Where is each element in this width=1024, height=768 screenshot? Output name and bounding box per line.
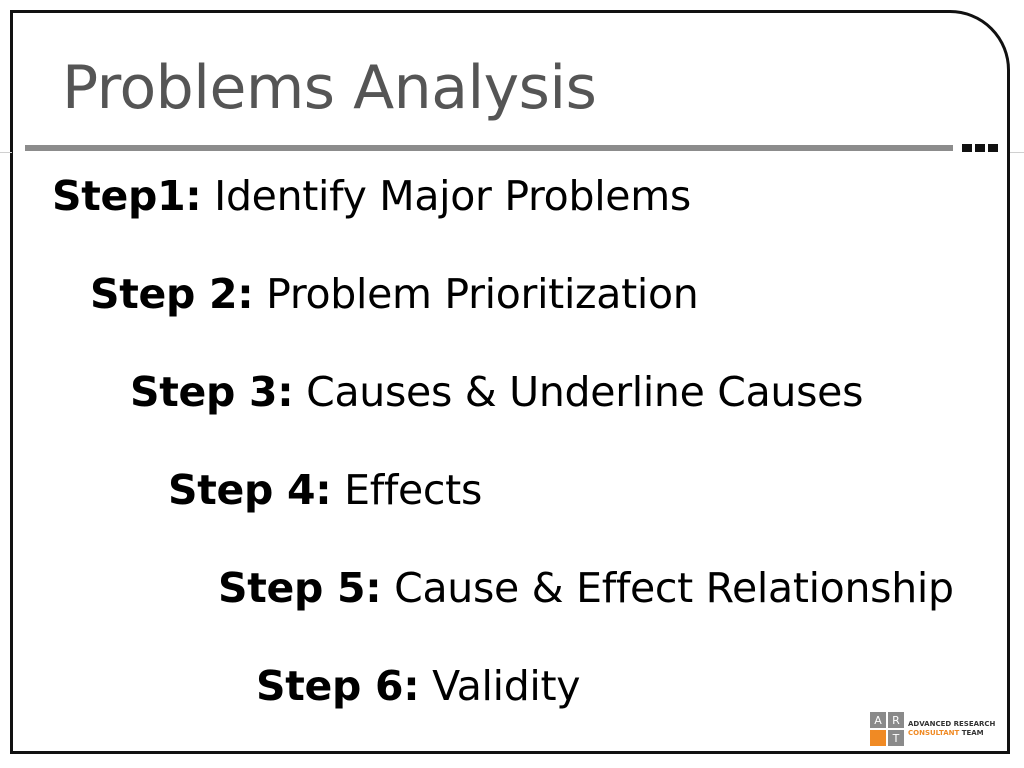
step-5-text: Cause & Effect Relationship bbox=[394, 564, 954, 612]
step-6-text: Validity bbox=[432, 662, 581, 710]
logo-team-word: TEAM bbox=[961, 729, 984, 737]
ellipsis-marker bbox=[962, 144, 998, 152]
step-3: Step 3: Causes & Underline Causes bbox=[130, 372, 863, 413]
ellipsis-dot bbox=[975, 144, 985, 152]
step-5-label: Step 5: bbox=[218, 564, 382, 612]
step-5: Step 5: Cause & Effect Relationship bbox=[218, 568, 954, 609]
step-4: Step 4: Effects bbox=[168, 470, 482, 511]
logo-accent-word: CONSULTANT bbox=[908, 729, 960, 737]
logo-orange-block bbox=[870, 730, 886, 746]
ellipsis-dot bbox=[962, 144, 972, 152]
ellipsis-dot bbox=[988, 144, 998, 152]
step-6-label: Step 6: bbox=[256, 662, 420, 710]
step-6: Step 6: Validity bbox=[256, 666, 581, 707]
step-1-text: Identify Major Problems bbox=[214, 172, 691, 220]
slide-title: Problems Analysis bbox=[62, 53, 597, 123]
step-3-text: Causes & Underline Causes bbox=[306, 368, 864, 416]
step-4-label: Step 4: bbox=[168, 466, 332, 514]
art-logo: A R T ADVANCED RESEARCH CONSULTANT TEAM bbox=[870, 712, 995, 746]
step-4-text: Effects bbox=[344, 466, 483, 514]
step-2-text: Problem Prioritization bbox=[266, 270, 699, 318]
step-1: Step1: Identify Major Problems bbox=[52, 176, 691, 217]
logo-letter-t: T bbox=[888, 730, 904, 746]
logo-letter-r: R bbox=[888, 712, 904, 728]
logo-wordmark: ADVANCED RESEARCH CONSULTANT TEAM bbox=[908, 720, 995, 738]
slide-frame bbox=[10, 10, 1010, 754]
logo-line-2: CONSULTANT TEAM bbox=[908, 729, 995, 738]
step-2: Step 2: Problem Prioritization bbox=[90, 274, 699, 315]
step-1-label: Step1: bbox=[52, 172, 202, 220]
logo-line-1: ADVANCED RESEARCH bbox=[908, 720, 996, 728]
logo-letter-a: A bbox=[870, 712, 886, 728]
right-divider-line bbox=[1010, 152, 1024, 153]
left-divider-line bbox=[0, 152, 12, 153]
logo-mark: A R T bbox=[870, 712, 904, 746]
title-underline bbox=[25, 145, 953, 151]
step-3-label: Step 3: bbox=[130, 368, 294, 416]
step-2-label: Step 2: bbox=[90, 270, 254, 318]
